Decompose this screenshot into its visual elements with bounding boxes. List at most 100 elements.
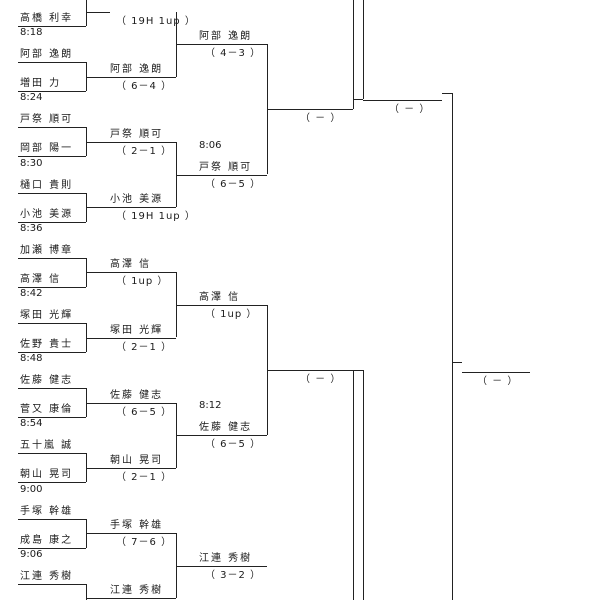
match-score: （ 19H 1up ） (116, 211, 196, 223)
match-score: （ － ） (477, 376, 519, 387)
winner-line (198, 174, 267, 176)
winner-name: 佐藤 健志 (199, 422, 253, 434)
player-name: 手塚 幹雄 (20, 505, 74, 517)
winner-name: 江連 秀樹 (199, 552, 253, 564)
winner-feed-line (86, 76, 110, 78)
winner-line (106, 141, 176, 143)
winner-feed-line (363, 100, 374, 101)
winner-feed-line (442, 93, 452, 94)
winner-line (374, 100, 442, 101)
player-line (18, 323, 86, 324)
winner-feed-line (86, 141, 110, 143)
player-line (18, 583, 86, 585)
player-name: 加瀬 博章 (20, 244, 74, 256)
winner-name: 高澤 信 (199, 291, 241, 303)
match-connector (267, 44, 268, 175)
winner-line (198, 565, 267, 567)
match-time: 8:12 (199, 400, 222, 412)
player-line (18, 286, 86, 288)
match-connector (452, 93, 453, 600)
winner-feed-line (176, 174, 198, 176)
match-time: 8:42 (20, 288, 43, 299)
match-time: 8:48 (20, 353, 43, 365)
winner-feed-line (176, 435, 198, 437)
player-line (18, 127, 86, 129)
winner-feed-line (86, 402, 110, 404)
winner-line (106, 533, 176, 535)
player-name: 増田 力 (20, 78, 62, 90)
player-line (18, 482, 86, 484)
winner-name: 阿部 逸朗 (199, 31, 253, 43)
winner-feed-line (86, 11, 110, 13)
match-score: （ 2－1 ） (116, 145, 173, 157)
winner-line (462, 372, 530, 373)
player-name: 塚田 光輝 (20, 310, 74, 321)
winner-feed-line (353, 99, 363, 101)
player-name: 小池 美源 (20, 208, 74, 220)
player-line (18, 91, 86, 93)
player-name: 高橋 利幸 (20, 13, 74, 24)
player-name: 佐野 貴士 (20, 339, 74, 350)
match-connector (353, 370, 354, 600)
winner-line (106, 207, 176, 209)
match-time: 8:54 (20, 418, 43, 430)
winner-line (285, 370, 353, 372)
player-line (18, 221, 86, 223)
match-score: （ 1up ） (205, 308, 258, 320)
winner-line (106, 272, 176, 274)
match-score: （ 1up ） (116, 276, 169, 288)
winner-line (106, 467, 176, 469)
winner-line (198, 44, 267, 46)
player-name: 佐藤 健志 (20, 375, 74, 387)
match-score: （ 4－3 ） (205, 48, 262, 60)
player-name: 岡部 陽一 (20, 143, 74, 155)
match-score: （ 6－5 ） (205, 439, 262, 451)
player-line (18, 156, 86, 158)
winner-name: 朝山 晃司 (110, 454, 164, 466)
match-connector (363, 0, 364, 100)
player-line (18, 192, 86, 194)
match-score: （ 19H 1up ） (116, 15, 196, 27)
player-name: 江連 秀樹 (20, 570, 74, 582)
match-time: 8:06 (199, 139, 222, 151)
winner-feed-line (86, 598, 110, 600)
player-name: 成島 康之 (20, 534, 74, 546)
winner-feed-line (353, 370, 363, 372)
winner-feed-line (267, 109, 285, 111)
player-line (18, 257, 86, 259)
match-time: 9:00 (20, 483, 43, 495)
winner-name: 佐藤 健志 (110, 389, 164, 401)
winner-name: 戸祭 順可 (199, 161, 253, 173)
match-time: 9:06 (20, 548, 43, 560)
winner-line (198, 435, 267, 437)
match-connector (176, 141, 177, 208)
player-name: 阿部 逸朗 (20, 49, 74, 61)
match-score: （ － ） (300, 113, 342, 125)
winner-line (198, 304, 267, 306)
match-connector (353, 0, 354, 110)
winner-line (106, 76, 176, 78)
winner-feed-line (86, 337, 110, 339)
player-name: 朝山 晃司 (20, 469, 74, 481)
winner-name: 塚田 光輝 (110, 324, 164, 336)
match-connector (363, 370, 364, 600)
player-line (18, 417, 86, 419)
winner-name: 小池 美源 (110, 194, 164, 206)
winner-feed-line (176, 44, 198, 46)
match-score: （ 6－4 ） (116, 80, 173, 92)
player-name: 樋口 貴則 (20, 179, 74, 191)
winner-name: 江連 秀樹 (110, 585, 164, 597)
match-score: （ 2－1 ） (116, 341, 173, 353)
winner-feed-line (86, 533, 110, 535)
player-line (18, 518, 86, 520)
match-score: （ － ） (300, 374, 342, 386)
match-time: 8:30 (20, 157, 43, 169)
winner-feed-line (86, 467, 110, 469)
winner-feed-line (452, 362, 462, 363)
winner-name: 高澤 信 (110, 259, 152, 271)
player-line (18, 352, 86, 353)
match-connector (86, 0, 87, 26)
player-line (18, 62, 86, 64)
player-line (18, 26, 86, 27)
